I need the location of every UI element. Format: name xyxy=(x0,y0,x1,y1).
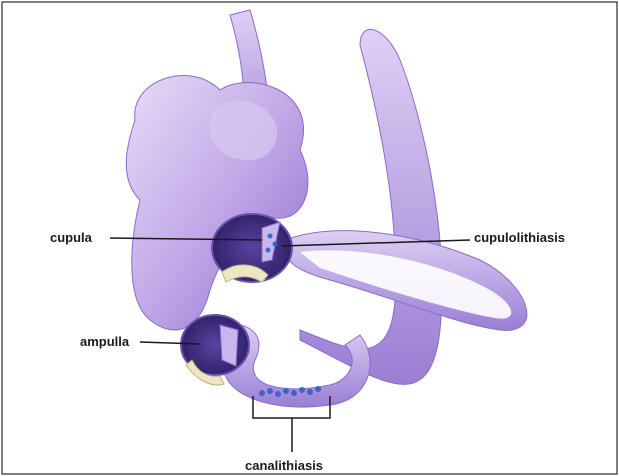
label-cupula: cupula xyxy=(50,230,93,245)
label-canalithiasis: canalithiasis xyxy=(245,458,323,473)
lower-cupula-wedge xyxy=(220,325,238,366)
posterior-canal-loop xyxy=(300,29,442,384)
label-cupulolithiasis: cupulolithiasis xyxy=(474,230,565,245)
label-ampulla: ampulla xyxy=(80,334,130,349)
